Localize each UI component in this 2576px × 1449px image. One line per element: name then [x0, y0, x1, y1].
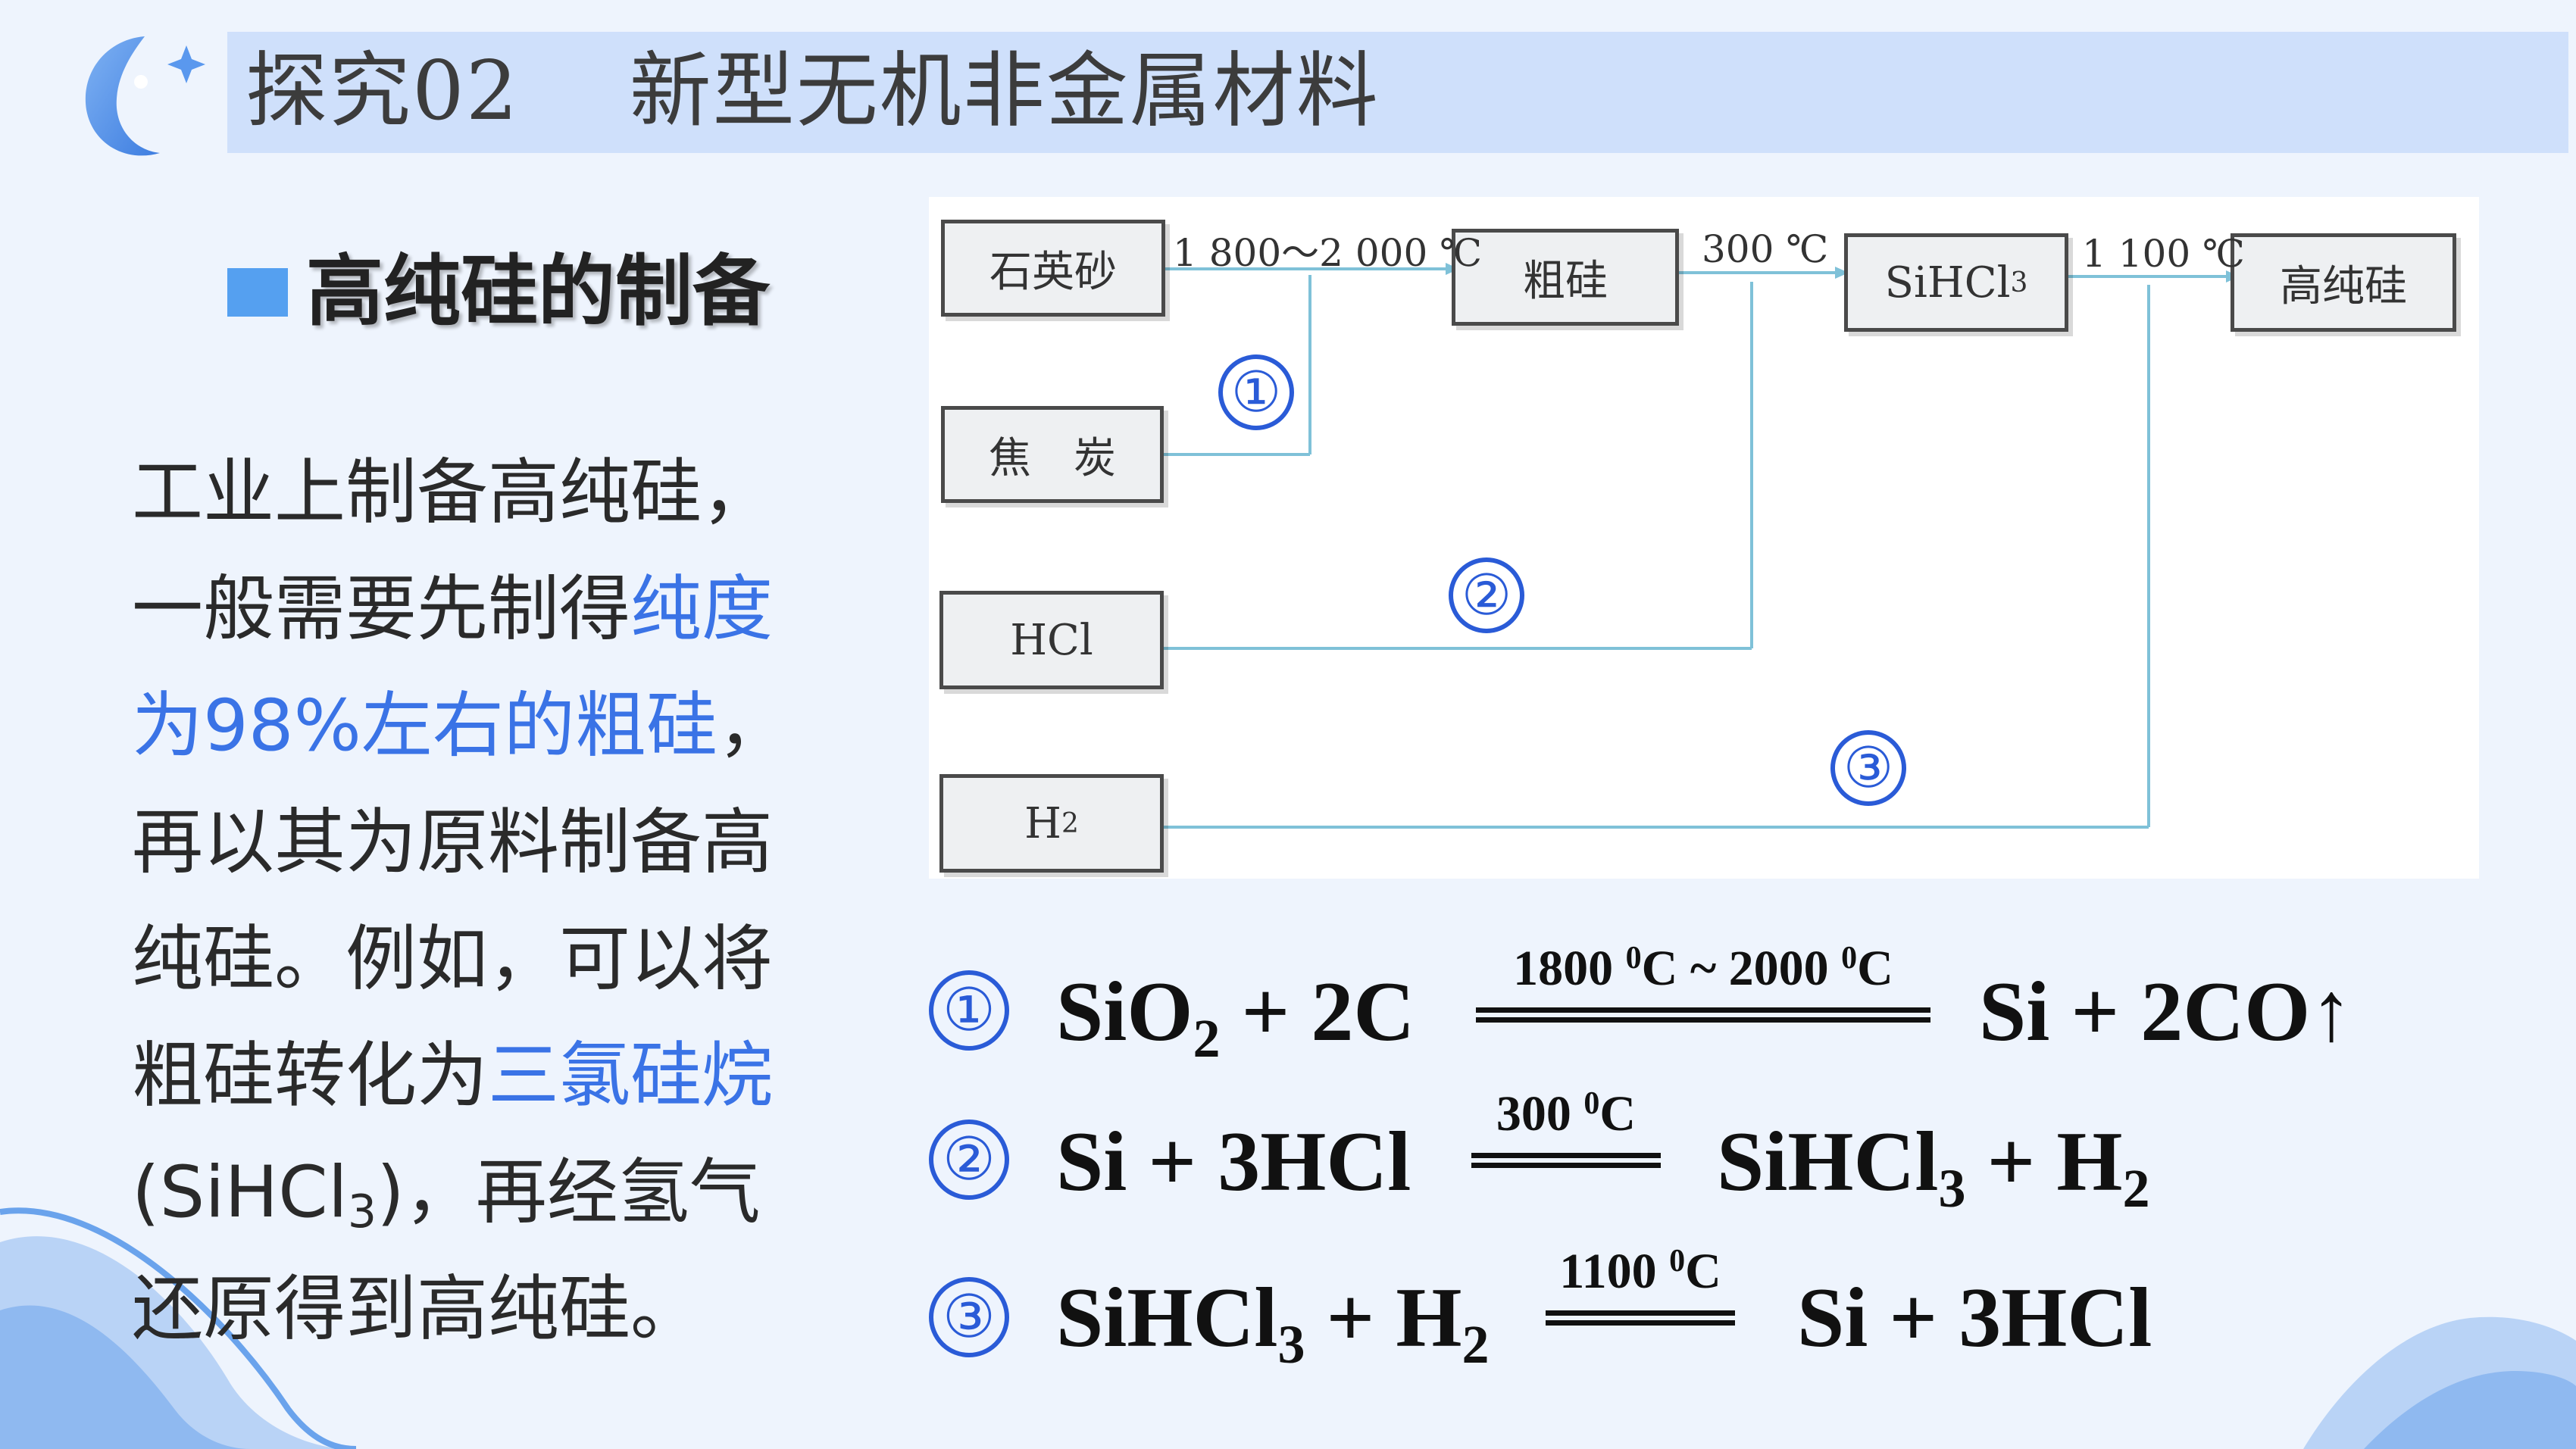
equation-1-reactants: SiO2 + 2C [1056, 965, 1415, 1069]
subscript: 3 [347, 1185, 377, 1238]
equation-number-1: ① [929, 970, 1009, 1051]
paragraph-text: 一般需要先制得 [132, 568, 631, 651]
header-bar [227, 32, 2568, 153]
box-crude-silicon: 粗硅 [1452, 229, 1679, 326]
equation-3-double-line [1546, 1310, 1735, 1326]
step-marker-3: ③ [1830, 730, 1906, 806]
equation-3-products: Si + 3HCl [1797, 1271, 2152, 1365]
box-sihcl3-label: SiHCl [1884, 258, 2011, 308]
decorative-wave-left [0, 1207, 357, 1449]
flow-lines [1164, 263, 2240, 829]
equation-1-condition: 1800 0C ~ 2000 0C [1513, 941, 1893, 996]
equation-1-double-line [1476, 1007, 1930, 1023]
paragraph-text: ，再以其为原料制备高纯硅。例如，可以将粗硅转化为 [132, 685, 789, 1117]
equation-2-double-line [1471, 1153, 1661, 1168]
highlight-crude-silicon: 纯度为98%左右的粗硅 [132, 568, 774, 767]
description-paragraph: 工业上制备高纯硅， 一般需要先制得纯度为98%左右的粗硅，再以其为原料制备高纯硅。… [132, 435, 829, 1368]
step-marker-2: ② [1449, 557, 1524, 633]
decorative-wave-right [2303, 1316, 2576, 1449]
box-hcl: HCl [939, 591, 1164, 689]
box-quartz-sand: 石英砂 [941, 220, 1165, 317]
box-h2-label: H [1024, 798, 1061, 848]
equation-3-reactants: SiHCl3 + H2 [1056, 1271, 1490, 1375]
box-coke: 焦 炭 [941, 406, 1164, 503]
page-title: 探究02 新型无机非金属材料 [245, 44, 1380, 139]
section-marker [227, 268, 288, 317]
condition-label-2: 300 ℃ [1702, 227, 1829, 271]
highlight-trichlorosilane: 三氯硅烷 [488, 1035, 774, 1117]
box-pure-silicon: 高纯硅 [2231, 233, 2456, 332]
condition-label-3: 1 100 ℃ [2082, 232, 2245, 276]
subscript: 3 [2010, 267, 2028, 298]
paragraph-text: )，再经氢气还原得到高纯硅。 [132, 1151, 761, 1351]
section-title: 高纯硅的制备 [306, 247, 770, 337]
equation-2-condition: 300 0C [1496, 1086, 1637, 1141]
equation-number-2: ② [929, 1120, 1009, 1200]
condition-label-1: 1 800～2 000 ℃ [1173, 231, 1483, 275]
paragraph-text: 工业上制备高纯硅， [132, 451, 774, 534]
equation-3-condition: 1100 0C [1559, 1244, 1721, 1299]
subscript: 2 [1061, 807, 1079, 839]
moon-star-icon [85, 36, 205, 156]
step-marker-1: ① [1218, 354, 1294, 430]
equation-number-3: ③ [929, 1277, 1009, 1357]
equation-2-products: SiHCl3 + H2 [1717, 1115, 2150, 1219]
equation-1-products: Si + 2CO↑ [1979, 965, 2353, 1059]
equation-2-reactants: Si + 3HCl [1056, 1115, 1411, 1209]
paragraph-text: (SiHCl [132, 1151, 348, 1234]
